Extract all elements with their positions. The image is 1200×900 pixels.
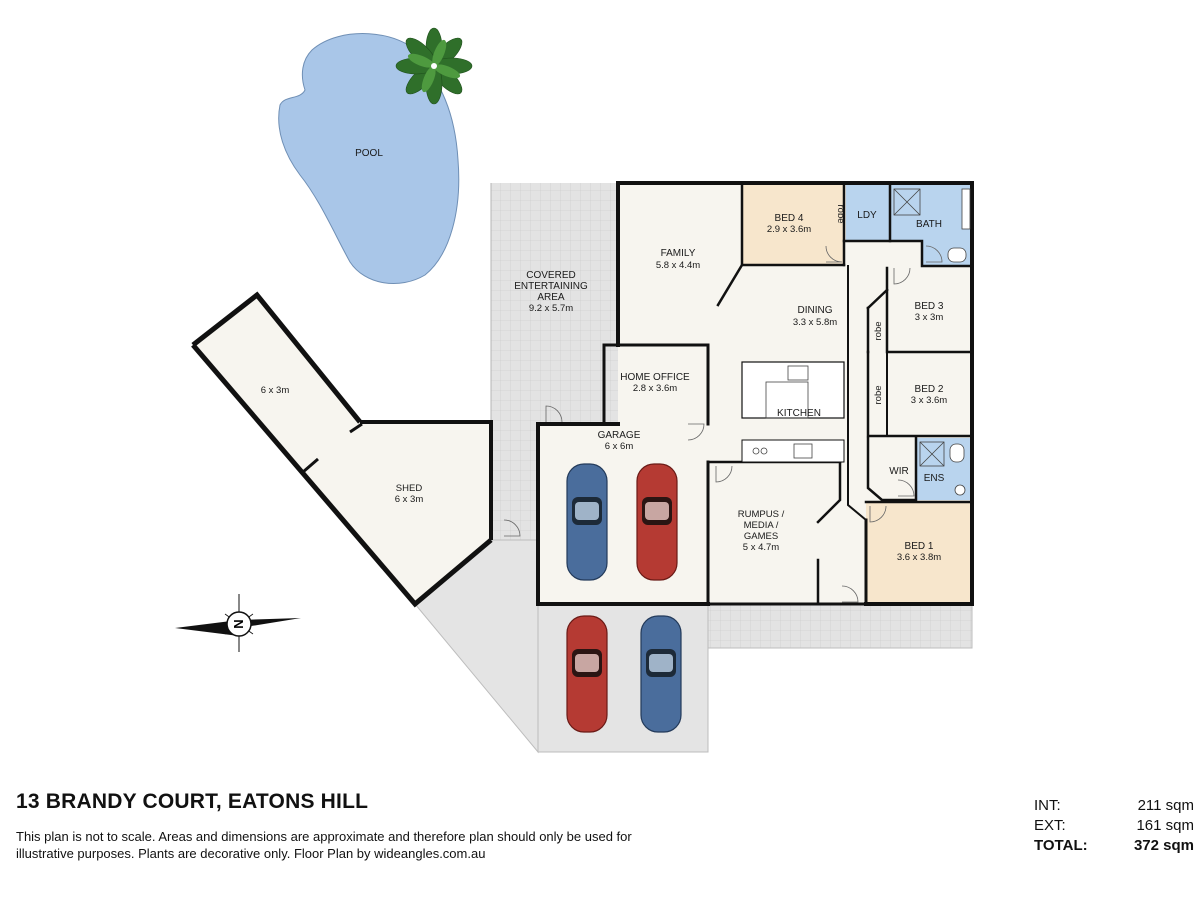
bath-label: BATH	[916, 219, 942, 230]
garage-label: GARAGE	[598, 430, 641, 441]
compass-icon: N	[175, 594, 301, 652]
car-driveway-left	[566, 615, 608, 733]
bathroom-fixtures	[893, 188, 971, 496]
bed1-label: BED 1	[905, 541, 934, 552]
room-labels: FAMILY 5.8 x 4.4m BED 4 2.9 x 3.6m LDY B…	[598, 204, 948, 563]
family-label: FAMILY	[661, 248, 696, 259]
rumpus-label-2: MEDIA /	[744, 520, 779, 531]
garage-dims: 6 x 6m	[605, 441, 634, 452]
bed2-label: BED 2	[915, 384, 944, 395]
home-office-label: HOME OFFICE	[620, 372, 690, 383]
rumpus-label-1: RUMPUS /	[738, 509, 785, 520]
area-total-label: TOTAL:	[1034, 837, 1088, 854]
shed-small-dims: 6 x 3m	[261, 385, 290, 396]
laundry-label: LDY	[857, 210, 877, 221]
car-garage-left	[566, 463, 608, 581]
kitchen-fixtures	[752, 365, 813, 459]
area-row-int: INT: 211 sqm	[1034, 796, 1194, 816]
area-int-label: INT:	[1034, 797, 1061, 814]
disclaimer: This plan is not to scale. Areas and dim…	[16, 829, 632, 861]
compass-north-label: N	[231, 619, 246, 628]
area-ext-value: 161 sqm	[1136, 817, 1194, 834]
area-total-value: 372 sqm	[1133, 837, 1194, 854]
wir-label: WIR	[889, 466, 908, 477]
bed3-label: BED 3	[915, 301, 944, 312]
ensuite-label: ENS	[924, 473, 945, 484]
car-driveway-right	[640, 615, 682, 733]
covered-label-3: AREA	[537, 292, 565, 303]
dining-dims: 3.3 x 5.8m	[793, 317, 837, 328]
bed1-floor	[866, 502, 972, 604]
bed2-dims: 3 x 3.6m	[911, 395, 948, 406]
covered-label-2: ENTERTAINING	[514, 281, 588, 292]
pool-label: POOL	[355, 148, 383, 159]
car-garage-right	[636, 463, 678, 581]
rumpus-dims: 5 x 4.7m	[743, 542, 780, 553]
robe-label-bed3: robe	[873, 321, 884, 340]
robe-label-bed2: robe	[873, 385, 884, 404]
rumpus-label-3: GAMES	[744, 531, 778, 542]
property-address: 13 BRANDY COURT, EATONS HILL	[16, 790, 369, 813]
area-int-value: 211 sqm	[1137, 797, 1194, 814]
bed1-dims: 3.6 x 3.8m	[897, 552, 941, 563]
door-swings	[503, 245, 943, 603]
covered-label-1: COVERED	[526, 270, 575, 281]
bed4-label: BED 4	[775, 213, 804, 224]
bed3-dims: 3 x 3m	[915, 312, 944, 323]
area-row-total: TOTAL: 372 sqm	[1034, 836, 1194, 856]
dining-label: DINING	[798, 305, 833, 316]
laundry-floor	[846, 185, 890, 241]
shed-label: SHED	[396, 483, 423, 494]
robe-label-bed4: robe	[835, 204, 846, 223]
family-dims: 5.8 x 4.4m	[656, 260, 700, 271]
area-ext-label: EXT:	[1034, 817, 1066, 834]
palm-plant-icon	[395, 27, 473, 105]
driveway	[414, 539, 973, 754]
area-row-ext: EXT: 161 sqm	[1034, 816, 1194, 836]
area-summary: INT: 211 sqm EXT: 161 sqm TOTAL: 372 sqm	[1034, 796, 1194, 856]
bath-floor	[890, 185, 972, 241]
shed-dims: 6 x 3m	[395, 494, 424, 505]
home-office-dims: 2.8 x 3.6m	[633, 383, 677, 394]
covered-dims: 9.2 x 5.7m	[529, 303, 573, 314]
bed4-dims: 2.9 x 3.6m	[767, 224, 811, 235]
kitchen-label: KITCHEN	[777, 408, 821, 419]
shed: 6 x 3m SHED 6 x 3m	[191, 291, 493, 608]
house-walls	[536, 181, 974, 606]
